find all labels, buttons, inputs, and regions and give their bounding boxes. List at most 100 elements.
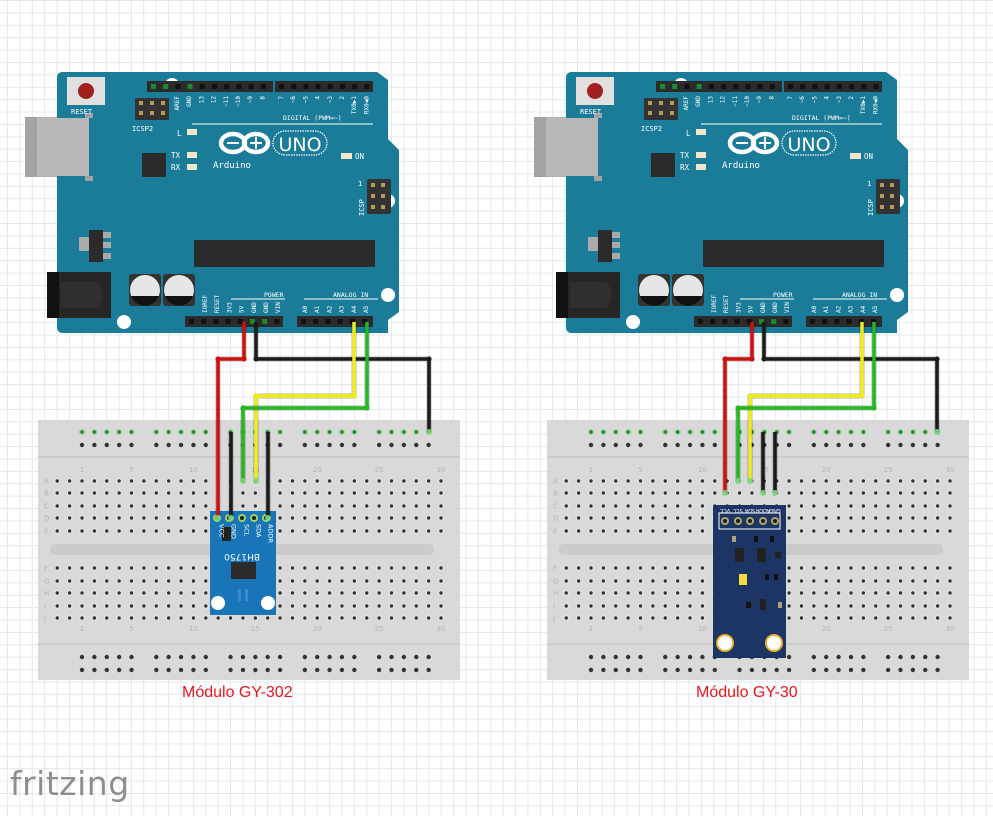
breadboard-hole[interactable] (873, 603, 879, 609)
breadboard-hole[interactable] (823, 503, 829, 509)
rail-hole[interactable] (836, 442, 841, 448)
breadboard-hole[interactable] (575, 590, 582, 596)
rail-hole[interactable] (228, 654, 233, 660)
header-pin[interactable] (213, 319, 219, 324)
breadboard-hole[interactable] (364, 603, 370, 609)
breadboard-hole[interactable] (613, 590, 619, 596)
rail-hole[interactable] (625, 442, 631, 448)
breadboard-hole[interactable] (376, 528, 382, 534)
rail-hole[interactable] (700, 442, 705, 448)
breadboard-hole[interactable] (401, 603, 407, 609)
breadboard-hole[interactable] (376, 478, 382, 484)
header-pin[interactable] (349, 319, 355, 324)
rail-hole[interactable] (426, 667, 431, 673)
rail-hole[interactable] (811, 654, 817, 660)
header-pin[interactable] (858, 319, 864, 324)
breadboard-hole[interactable] (401, 503, 407, 509)
rail-hole[interactable] (588, 654, 594, 660)
rail-hole[interactable] (414, 442, 419, 448)
header-pin[interactable] (279, 84, 284, 89)
rail-hole[interactable] (116, 654, 122, 660)
breadboard-hole[interactable] (79, 615, 85, 621)
breadboard-hole[interactable] (302, 615, 308, 621)
breadboard-hole[interactable] (600, 528, 607, 534)
breadboard-hole[interactable] (575, 565, 582, 571)
header-pin[interactable] (315, 84, 321, 89)
breadboard-hole[interactable] (848, 490, 854, 496)
breadboard-hole[interactable] (823, 565, 829, 571)
breadboard-hole[interactable] (575, 515, 582, 521)
header-pin[interactable] (274, 319, 280, 324)
wire-end[interactable] (747, 478, 753, 484)
rail-hole[interactable] (389, 667, 394, 673)
breadboard-hole[interactable] (947, 503, 953, 509)
breadboard-hole[interactable] (922, 528, 928, 534)
breadboard-hole[interactable] (699, 603, 706, 609)
wire-rail-to-GND[interactable] (228, 432, 234, 521)
breadboard-hole[interactable] (786, 603, 792, 609)
header-pin[interactable] (236, 84, 242, 89)
rail-hole[interactable] (79, 442, 85, 448)
breadboard-hole[interactable] (277, 515, 283, 521)
wire-path[interactable] (254, 322, 431, 432)
rail-hole[interactable] (612, 429, 619, 435)
breadboard-hole[interactable] (165, 490, 172, 496)
breadboard-hole[interactable] (54, 490, 60, 496)
breadboard-hole[interactable] (388, 490, 395, 496)
breadboard-hole[interactable] (600, 565, 607, 571)
breadboard-hole[interactable] (662, 503, 668, 509)
rail-hole[interactable] (699, 429, 706, 435)
rail-hole[interactable] (414, 667, 419, 673)
breadboard-hole[interactable] (141, 603, 147, 609)
rail-hole[interactable] (166, 654, 171, 660)
breadboard-hole[interactable] (860, 565, 867, 571)
wire-5V-to-VCC[interactable] (215, 322, 247, 521)
breadboard-hole[interactable] (314, 578, 320, 584)
breadboard-hole[interactable] (674, 478, 681, 484)
header-pin[interactable] (733, 84, 739, 89)
breadboard-hole[interactable] (116, 503, 122, 509)
wire-bendpoint[interactable] (253, 393, 259, 399)
breadboard-hole[interactable] (637, 565, 644, 571)
wire-bendpoint[interactable] (241, 356, 247, 362)
breadboard-hole[interactable] (798, 515, 805, 521)
breadboard-hole[interactable] (425, 603, 432, 609)
wire-rail-to-GND[interactable] (772, 432, 778, 496)
wire-bendpoint[interactable] (871, 405, 877, 411)
breadboard-hole[interactable] (91, 503, 98, 509)
breadboard-hole[interactable] (364, 490, 370, 496)
rail-hole[interactable] (749, 667, 755, 673)
wire-end[interactable] (772, 490, 778, 496)
header-pin[interactable] (846, 319, 852, 324)
rail-hole[interactable] (897, 429, 904, 435)
breadboard-hole[interactable] (339, 490, 345, 496)
breadboard-hole[interactable] (66, 615, 73, 621)
breadboard-hole[interactable] (674, 490, 681, 496)
breadboard-hole[interactable] (625, 565, 631, 571)
breadboard-hole[interactable] (314, 528, 320, 534)
breadboard-hole[interactable] (351, 490, 358, 496)
breadboard-hole[interactable] (339, 565, 345, 571)
breadboard-hole[interactable] (364, 565, 370, 571)
breadboard-hole[interactable] (54, 515, 60, 521)
breadboard-hole[interactable] (885, 578, 891, 584)
breadboard-hole[interactable] (860, 590, 867, 596)
breadboard-hole[interactable] (364, 515, 370, 521)
breadboard-hole[interactable] (54, 603, 60, 609)
breadboard-hole[interactable] (388, 590, 395, 596)
breadboard-hole[interactable] (190, 490, 197, 496)
breadboard-hole[interactable] (302, 578, 308, 584)
breadboard-hole[interactable] (190, 528, 197, 534)
rail-hole[interactable] (885, 654, 891, 660)
breadboard-hole[interactable] (401, 515, 407, 521)
rail-hole[interactable] (351, 429, 358, 435)
wire-A4-to-SDA[interactable] (253, 322, 357, 484)
rail-hole[interactable] (613, 667, 618, 673)
header-pin[interactable] (783, 319, 789, 324)
header-pin[interactable] (722, 319, 728, 324)
wire-end[interactable] (240, 478, 246, 484)
breadboard-hole[interactable] (674, 578, 681, 584)
rail-hole[interactable] (277, 442, 283, 448)
breadboard-hole[interactable] (947, 615, 953, 621)
wire-path[interactable] (216, 322, 246, 518)
